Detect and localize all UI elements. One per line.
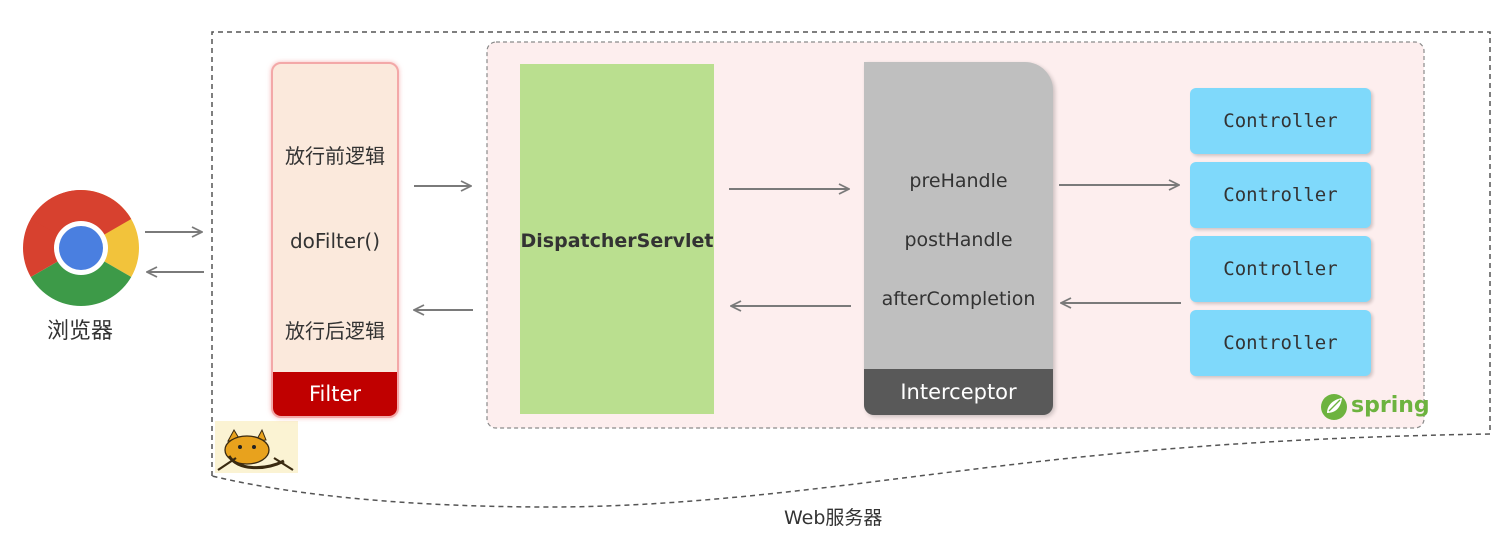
controller-block: Controller	[1190, 310, 1371, 376]
filter-do-filter: doFilter()	[289, 229, 381, 253]
interceptor-posthandle: postHandle	[904, 229, 1013, 251]
controller-block: Controller	[1190, 88, 1371, 154]
filter-after-logic: 放行后逻辑	[285, 319, 385, 343]
spring-leaf-icon	[1321, 394, 1347, 420]
chrome-browser-icon	[22, 189, 140, 307]
controller-block: Controller	[1190, 162, 1371, 228]
dispatcher-servlet-block: DispatcherServlet	[520, 64, 714, 414]
interceptor-aftercompletion: afterCompletion	[881, 288, 1036, 310]
controller-block: Controller	[1190, 236, 1371, 302]
dispatcher-servlet-label: DispatcherServlet	[520, 230, 714, 252]
interceptor-prehandle: preHandle	[909, 170, 1008, 192]
spring-logo-text: spring	[1351, 393, 1430, 418]
filter-before-logic: 放行前逻辑	[285, 144, 385, 168]
browser-label: 浏览器	[46, 319, 113, 344]
web-server-label: Web服务器	[784, 507, 883, 529]
interceptor-footer-label: Interceptor	[864, 369, 1053, 415]
filter-block: 放行前逻辑 doFilter() 放行后逻辑 Filter	[271, 62, 399, 418]
interceptor-block: preHandle postHandle afterCompletion Int…	[864, 62, 1053, 415]
filter-footer-label: Filter	[273, 372, 397, 416]
tomcat-cat-icon	[215, 421, 298, 473]
